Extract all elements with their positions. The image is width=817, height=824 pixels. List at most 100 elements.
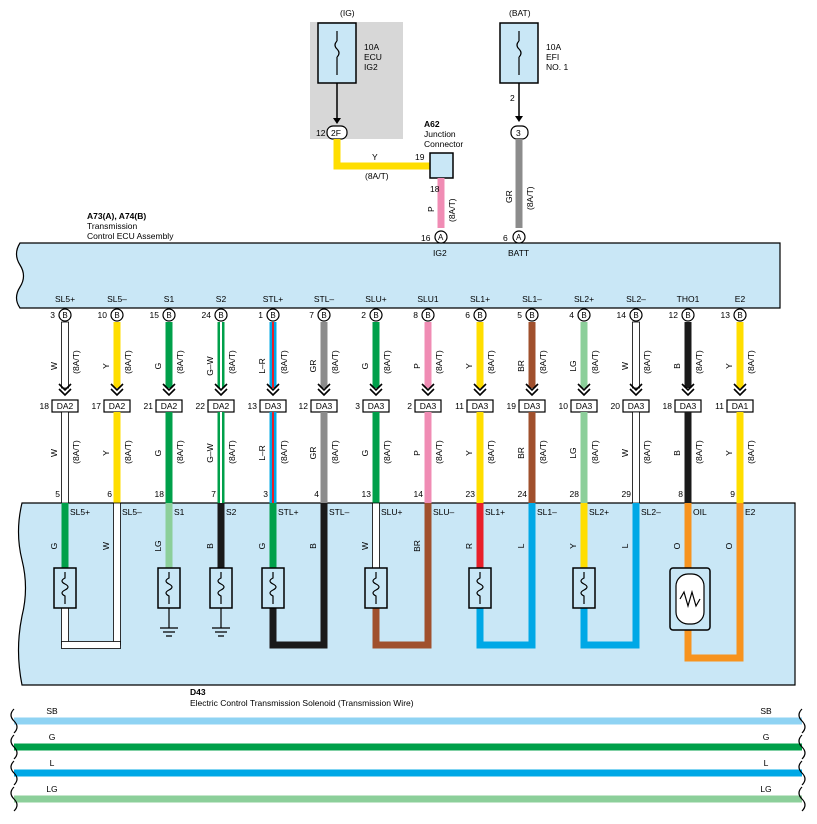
connector-chevron-icon <box>214 383 228 397</box>
ecu-pin-tag-label: B <box>62 311 67 320</box>
ecu-pin-number: 10 <box>98 310 108 320</box>
solenoid-pin-number: 4 <box>314 489 319 499</box>
solenoid-pin-number: 5 <box>55 489 60 499</box>
ecu-pin-tag-label: B <box>685 311 690 320</box>
ecu-pin-tag-label: B <box>270 311 275 320</box>
wire-color-label: P <box>412 363 422 369</box>
da-pin-number: 2 <box>407 401 412 411</box>
wire-color-label: W <box>49 362 59 370</box>
ecu-terminal-label: SLU+ <box>365 294 387 304</box>
solenoid-pin-number: 3 <box>263 489 268 499</box>
wire-color-label: LG <box>568 360 578 371</box>
wire-color-label: L–R <box>257 358 267 374</box>
bat-connector-label: 3 <box>516 128 521 138</box>
da-pin-number: 19 <box>507 401 517 411</box>
ecu-terminal-label: S1 <box>164 294 175 304</box>
solenoid-wire-color: G <box>257 543 267 550</box>
solenoid-wire-color: B <box>205 543 215 549</box>
solenoid-terminal-label: E2 <box>745 507 756 517</box>
bat-wire-color: GR <box>504 190 514 203</box>
solenoid-terminal-label: SL2+ <box>589 507 609 517</box>
solenoid-terminal-label: SLU– <box>433 507 455 517</box>
wire-note-label-2: (8A/T) <box>486 440 496 464</box>
connector-chevron-icon <box>369 383 383 397</box>
wire-color-label-2: Y <box>464 450 474 456</box>
wire-note-label-2: (8A/T) <box>746 440 756 464</box>
connector-chevron-icon <box>577 383 591 397</box>
ecu-pin-number: 8 <box>413 310 418 320</box>
coil-icon <box>165 572 173 604</box>
ecu-pin-tag-label: B <box>373 311 378 320</box>
wire-note-label-2: (8A/T) <box>642 440 652 464</box>
ecu-terminal-label: SL1– <box>522 294 542 304</box>
ecu-terminal-label: SL1+ <box>470 294 490 304</box>
solenoid-pin-number: 28 <box>570 489 580 499</box>
wire-color-label: B <box>672 363 682 369</box>
wire-note-label-2: (8A/T) <box>330 440 340 464</box>
junction-name-2: Connector <box>424 139 463 149</box>
ecu-pin-tag <box>421 308 435 322</box>
da-pin-number: 10 <box>559 401 569 411</box>
ig-arrow-icon <box>333 118 341 124</box>
connector-chevron-icon <box>266 383 280 397</box>
wire-note-label-2: (8A/T) <box>71 440 81 464</box>
harness-label-left: L <box>50 758 55 768</box>
ecu-pin-number: 5 <box>517 310 522 320</box>
ig-fuse-line3: IG2 <box>364 62 378 72</box>
wire-note-label: (8A/T) <box>123 350 133 374</box>
coil-icon <box>217 572 225 604</box>
ecu-pin-number: 3 <box>50 310 55 320</box>
coil-icon <box>372 572 380 604</box>
ecu-pin-tag-label: B <box>166 311 171 320</box>
da-pin-number: 17 <box>92 401 102 411</box>
ecu-terminal-label: STL– <box>314 294 335 304</box>
ecu-pin-number: 4 <box>569 310 574 320</box>
solenoid-terminal-label: SL2– <box>641 507 661 517</box>
ecu-terminal-label: E2 <box>735 294 746 304</box>
solenoid-wire-color: L <box>620 543 630 548</box>
ig-fuse-icon <box>334 31 340 75</box>
wire-color-label: W <box>620 362 630 370</box>
solenoid-box <box>17 502 796 686</box>
ecu-terminal-label: THO1 <box>677 294 700 304</box>
solenoid-terminal-label: STL– <box>329 507 350 517</box>
ecu-pin-tag-label: B <box>737 311 742 320</box>
wire-color-label: G <box>360 363 370 370</box>
ecu-terminal-label: STL+ <box>263 294 284 304</box>
ig-connector-label: 2F <box>331 128 341 138</box>
ecu-batt-tag-label: A <box>516 233 522 242</box>
da-connector-label: DA2 <box>161 401 178 411</box>
solenoid-terminal-label: STL+ <box>278 507 299 517</box>
ecu-terminal-label: S2 <box>216 294 227 304</box>
wire-color-label: Y <box>101 363 111 369</box>
junction-id: A62 <box>424 119 440 129</box>
solenoid-pin-number: 14 <box>414 489 424 499</box>
ecu-pin-number: 15 <box>150 310 160 320</box>
da-connector-label: DA3 <box>420 401 437 411</box>
da-connector-label: DA2 <box>109 401 126 411</box>
ecu-pin-number: 12 <box>669 310 679 320</box>
junction-wire-note: (8A/T) <box>447 198 457 222</box>
ig-wire <box>333 139 430 170</box>
wire-color-label-2: W <box>49 449 59 457</box>
ecu-pin-number: 24 <box>202 310 212 320</box>
ecu-pin-tag-label: B <box>581 311 586 320</box>
connector-chevron-icon <box>525 383 539 397</box>
ig-wire-note: (8A/T) <box>365 171 389 181</box>
ecu-ig2-pin: 16 <box>421 233 431 243</box>
ecu-pin-tag-label: B <box>477 311 482 320</box>
solenoid-pin-number: 8 <box>678 489 683 499</box>
